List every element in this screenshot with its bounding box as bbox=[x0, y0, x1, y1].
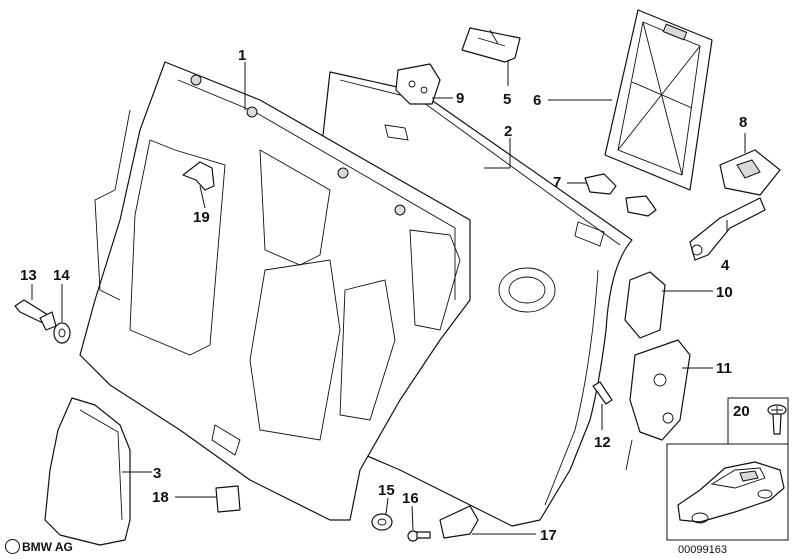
part-17-cover-cap bbox=[439, 505, 479, 539]
callout-19: 19 bbox=[193, 209, 210, 226]
part-8-trim-cap bbox=[719, 149, 781, 196]
callout-5: 5 bbox=[503, 91, 511, 108]
leader-lines bbox=[31, 60, 746, 535]
part-20-inset bbox=[727, 397, 789, 445]
callout-2: 2 bbox=[504, 123, 512, 140]
part-14-washer bbox=[53, 322, 71, 344]
callout-16: 16 bbox=[402, 490, 419, 507]
part-11-lock bbox=[625, 339, 691, 471]
part-12-screw bbox=[592, 381, 613, 405]
part-3-side-cover bbox=[44, 397, 131, 546]
part-15-grommet bbox=[371, 513, 393, 531]
callout-8: 8 bbox=[739, 114, 747, 131]
callout-7: 7 bbox=[553, 174, 561, 191]
part-5-latch-cover bbox=[461, 27, 521, 63]
callout-3: 3 bbox=[153, 465, 161, 482]
part-1-backrest-frame bbox=[79, 61, 471, 521]
callout-12: 12 bbox=[594, 434, 611, 451]
callout-18: 18 bbox=[152, 489, 169, 506]
bmw-logo-icon bbox=[5, 539, 20, 554]
brand-label: BMW AG bbox=[22, 540, 73, 554]
callout-15: 15 bbox=[378, 482, 395, 499]
callout-17: 17 bbox=[540, 527, 557, 544]
part-10-bracket-cover bbox=[624, 271, 666, 339]
callout-11: 11 bbox=[716, 360, 732, 377]
part-9-cover bbox=[395, 63, 441, 105]
drawing-number: 00099163 bbox=[678, 544, 727, 556]
callout-10: 10 bbox=[716, 284, 733, 301]
part-13-bolt bbox=[14, 299, 57, 331]
part-7-clips bbox=[584, 173, 657, 217]
callout-20: 20 bbox=[733, 403, 750, 420]
callout-labels: 1 2 3 4 5 6 7 8 9 10 11 12 13 14 15 16 1… bbox=[20, 47, 750, 544]
callout-4: 4 bbox=[721, 257, 730, 274]
callout-6: 6 bbox=[533, 92, 541, 109]
callout-9: 9 bbox=[456, 90, 464, 107]
callout-14: 14 bbox=[53, 267, 70, 284]
part-6-frame-insert bbox=[604, 9, 713, 191]
vehicle-inset bbox=[666, 443, 789, 541]
part-18-clip bbox=[215, 485, 241, 513]
part-19-bracket bbox=[182, 161, 215, 191]
part-16-screw bbox=[407, 530, 431, 542]
callout-1: 1 bbox=[238, 47, 246, 64]
callout-13: 13 bbox=[20, 267, 37, 284]
